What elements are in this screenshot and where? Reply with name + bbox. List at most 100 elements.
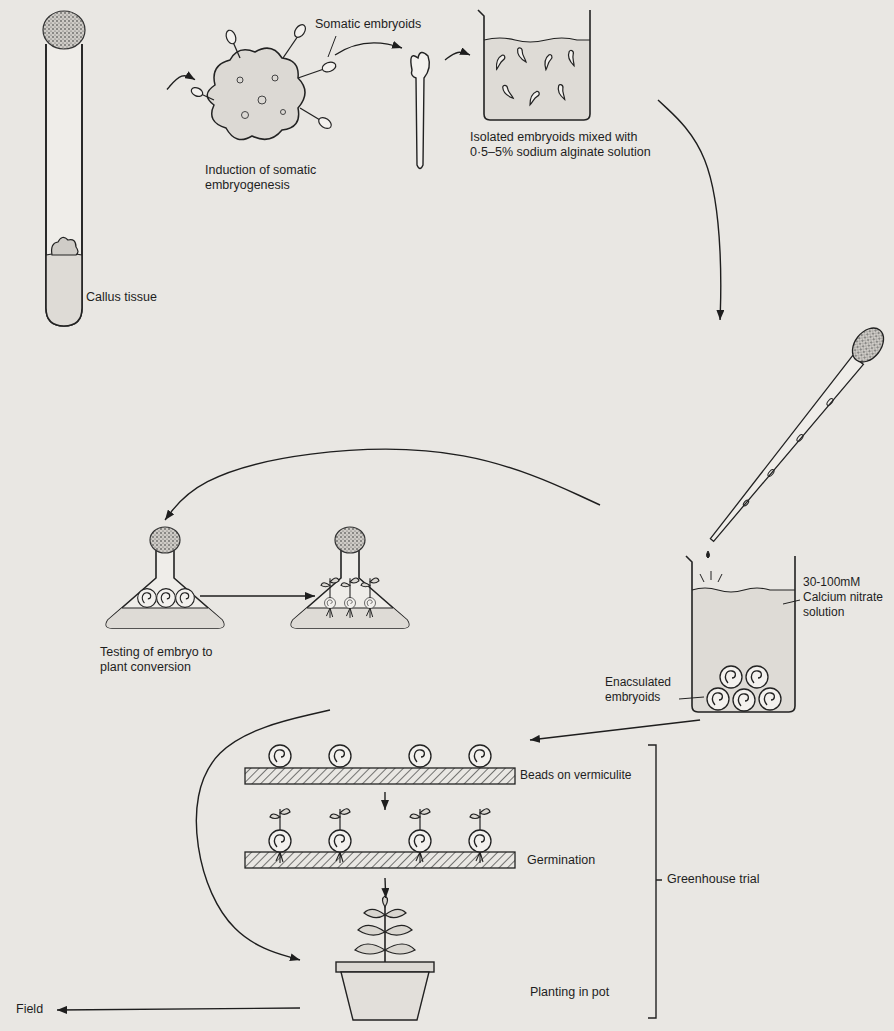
field-stage: Field — [12, 1000, 57, 1020]
alginate-beaker — [478, 10, 590, 120]
potted-plant — [341, 972, 429, 1020]
vermiculite-tray — [329, 745, 351, 767]
stage-label: Testing of embryo to plant conversion — [100, 645, 218, 675]
calcium-beaker — [707, 688, 729, 710]
callus-mass — [292, 23, 307, 40]
text-slot: Planting in pot — [530, 985, 640, 1000]
plantlet-flask — [291, 550, 409, 628]
potted-plant — [385, 909, 406, 917]
potted-plant — [385, 925, 412, 935]
plantlet-flask — [326, 608, 332, 618]
plantlet-flask — [365, 598, 376, 609]
germination-tray — [409, 830, 431, 852]
calcium-beaker — [679, 697, 704, 699]
single-embryoid — [411, 52, 429, 168]
callus-mass — [190, 86, 204, 98]
bracket-label: Greenhouse trial — [667, 872, 807, 887]
stage-label: Callus tissue — [86, 290, 164, 305]
alginate-beaker — [478, 10, 590, 120]
culture-flask — [157, 589, 176, 608]
culture-flask — [176, 589, 195, 608]
single-embryoid — [411, 52, 429, 168]
stage-label: Field — [16, 1002, 54, 1017]
callus-mass — [317, 115, 334, 130]
alginate-beaker — [543, 54, 552, 71]
germination-tray — [330, 809, 350, 831]
calcium-beaker — [759, 688, 781, 710]
plantlet-flask — [321, 578, 339, 598]
potted-plant — [358, 925, 385, 935]
stage-label: 30-100mM Calcium nitrate solution — [803, 575, 887, 620]
callus-mass — [298, 69, 324, 78]
callus-mass — [237, 77, 243, 83]
text-slot: 30-100mM Calcium nitrate solution — [803, 575, 887, 620]
germination-tray — [476, 852, 483, 863]
calcium-beaker — [746, 666, 768, 688]
plantlet-flask — [335, 527, 365, 553]
flow-arrow — [167, 76, 195, 90]
culture-tube: Callus tissue — [30, 5, 167, 330]
callus-mass — [201, 94, 214, 100]
germination-tray — [245, 809, 515, 868]
vermiculite-tray — [469, 745, 491, 767]
test-tube — [46, 253, 82, 326]
alginate-stage: Isolated embryoids mixed with 0·5–5% sod… — [470, 5, 658, 185]
vermiculite-tray — [245, 745, 515, 784]
germination-tray — [245, 852, 515, 868]
flow-arrow — [530, 720, 700, 740]
culture-flask — [200, 595, 315, 596]
callus-mass — [272, 75, 278, 81]
calcium-beaker — [692, 588, 795, 592]
plantlet-flask — [325, 598, 336, 609]
pipette — [796, 434, 804, 443]
callus-mass — [190, 23, 337, 131]
callus-mass — [300, 108, 320, 120]
callus-mass — [224, 29, 237, 45]
text-slot: Germination — [527, 853, 637, 868]
germination-tray — [469, 830, 491, 852]
embryogenesis-stage: Somatic embryoidsInduction of somatic em… — [195, 15, 445, 200]
alginate-beaker — [557, 84, 567, 101]
stage-label: Somatic embryoids — [315, 17, 435, 32]
text-slot: Isolated embryoids mixed with 0·5–5% sod… — [470, 130, 655, 160]
vermiculite-stage: Beads on vermiculite — [240, 740, 645, 792]
label-slot: Greenhouse trial — [667, 872, 807, 887]
test-tube — [43, 11, 85, 49]
calcium-beaker — [783, 600, 800, 604]
callus-mass — [207, 48, 305, 139]
text-slot: Testing of embryo to plant conversion — [100, 645, 218, 675]
pipette — [710, 356, 863, 542]
pipette — [707, 551, 710, 558]
text-slot: Somatic embryoids — [315, 17, 435, 32]
vermiculite-tray — [409, 745, 431, 767]
conversion-test-stage: Testing of embryo to plant conversion — [95, 520, 405, 710]
potted-plant — [355, 944, 385, 954]
germination-tray — [269, 830, 291, 852]
calcium-beaker — [700, 571, 722, 582]
flow-arrow — [384, 792, 385, 810]
plantlet-flask — [361, 578, 379, 598]
calcium-beaker — [720, 666, 742, 688]
plantlet-flask — [345, 598, 356, 609]
culture-flask — [150, 527, 180, 553]
potted-plant — [336, 962, 434, 972]
pipette — [826, 398, 834, 407]
callus-mass — [328, 36, 336, 57]
alginate-beaker — [484, 38, 590, 120]
germination-tray — [329, 830, 351, 852]
alginate-beaker — [494, 54, 506, 70]
stage-label: Beads on vermiculite — [520, 768, 642, 783]
potted-plant — [355, 896, 415, 954]
callus-mass — [283, 36, 298, 58]
encapsulation-stage: 30-100mM Calcium nitrate solutionEnacsul… — [600, 320, 890, 720]
alginate-beaker — [528, 90, 541, 106]
plantlet-flask — [366, 608, 372, 618]
flow-arrow — [658, 100, 721, 320]
plantlet-flask — [341, 578, 359, 598]
stage-label: Induction of somatic embryogenesis — [205, 163, 355, 193]
